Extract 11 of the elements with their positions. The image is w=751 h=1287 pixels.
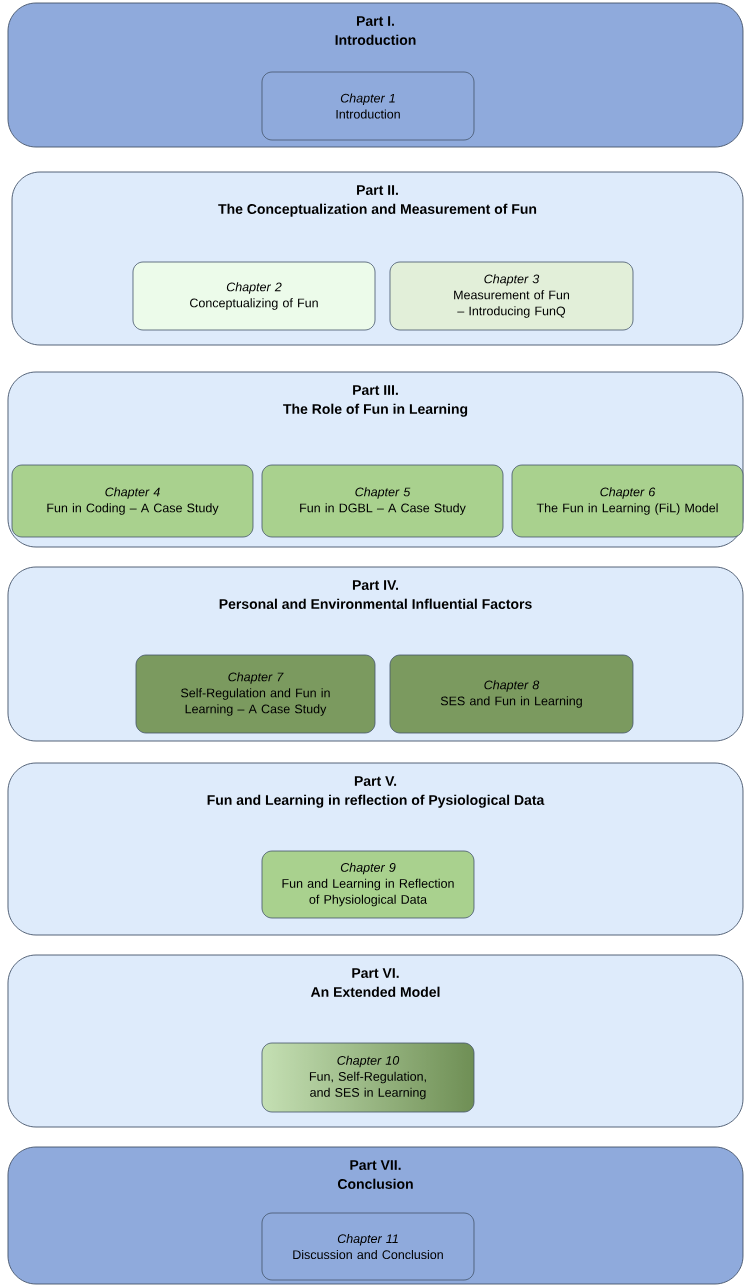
chapter-box: Chapter 11 Discussion and Conclusion (261, 1212, 475, 1281)
chapter-box: Chapter 6 The Fun in Learning (FiL) Model (511, 464, 744, 538)
chapter-box: Chapter 10 Fun, Self-Regulation, and SES in Learning (261, 1042, 475, 1113)
chapter-box: Chapter 4 Fun in Coding – A Case Study (11, 464, 254, 538)
chapter-box: Chapter 7 Self-Regulation and Fun in Learning – A Case Study (135, 654, 376, 734)
chapter-box: Chapter 5 Fun in DGBL – A Case Study (261, 464, 504, 538)
chapter-box: Chapter 2 Conceptualizing of Fun (132, 261, 376, 331)
chapter-box: Chapter 3 Measurement of Fun – Introducing FunQ (389, 261, 634, 331)
chapter-box: Chapter 8 SES and Fun in Learning (389, 654, 634, 734)
chapter-box: Chapter 9 Fun and Learning in Reflection of Physiological Data (261, 850, 475, 919)
chapter-box: Chapter 1 Introduction (261, 71, 475, 141)
